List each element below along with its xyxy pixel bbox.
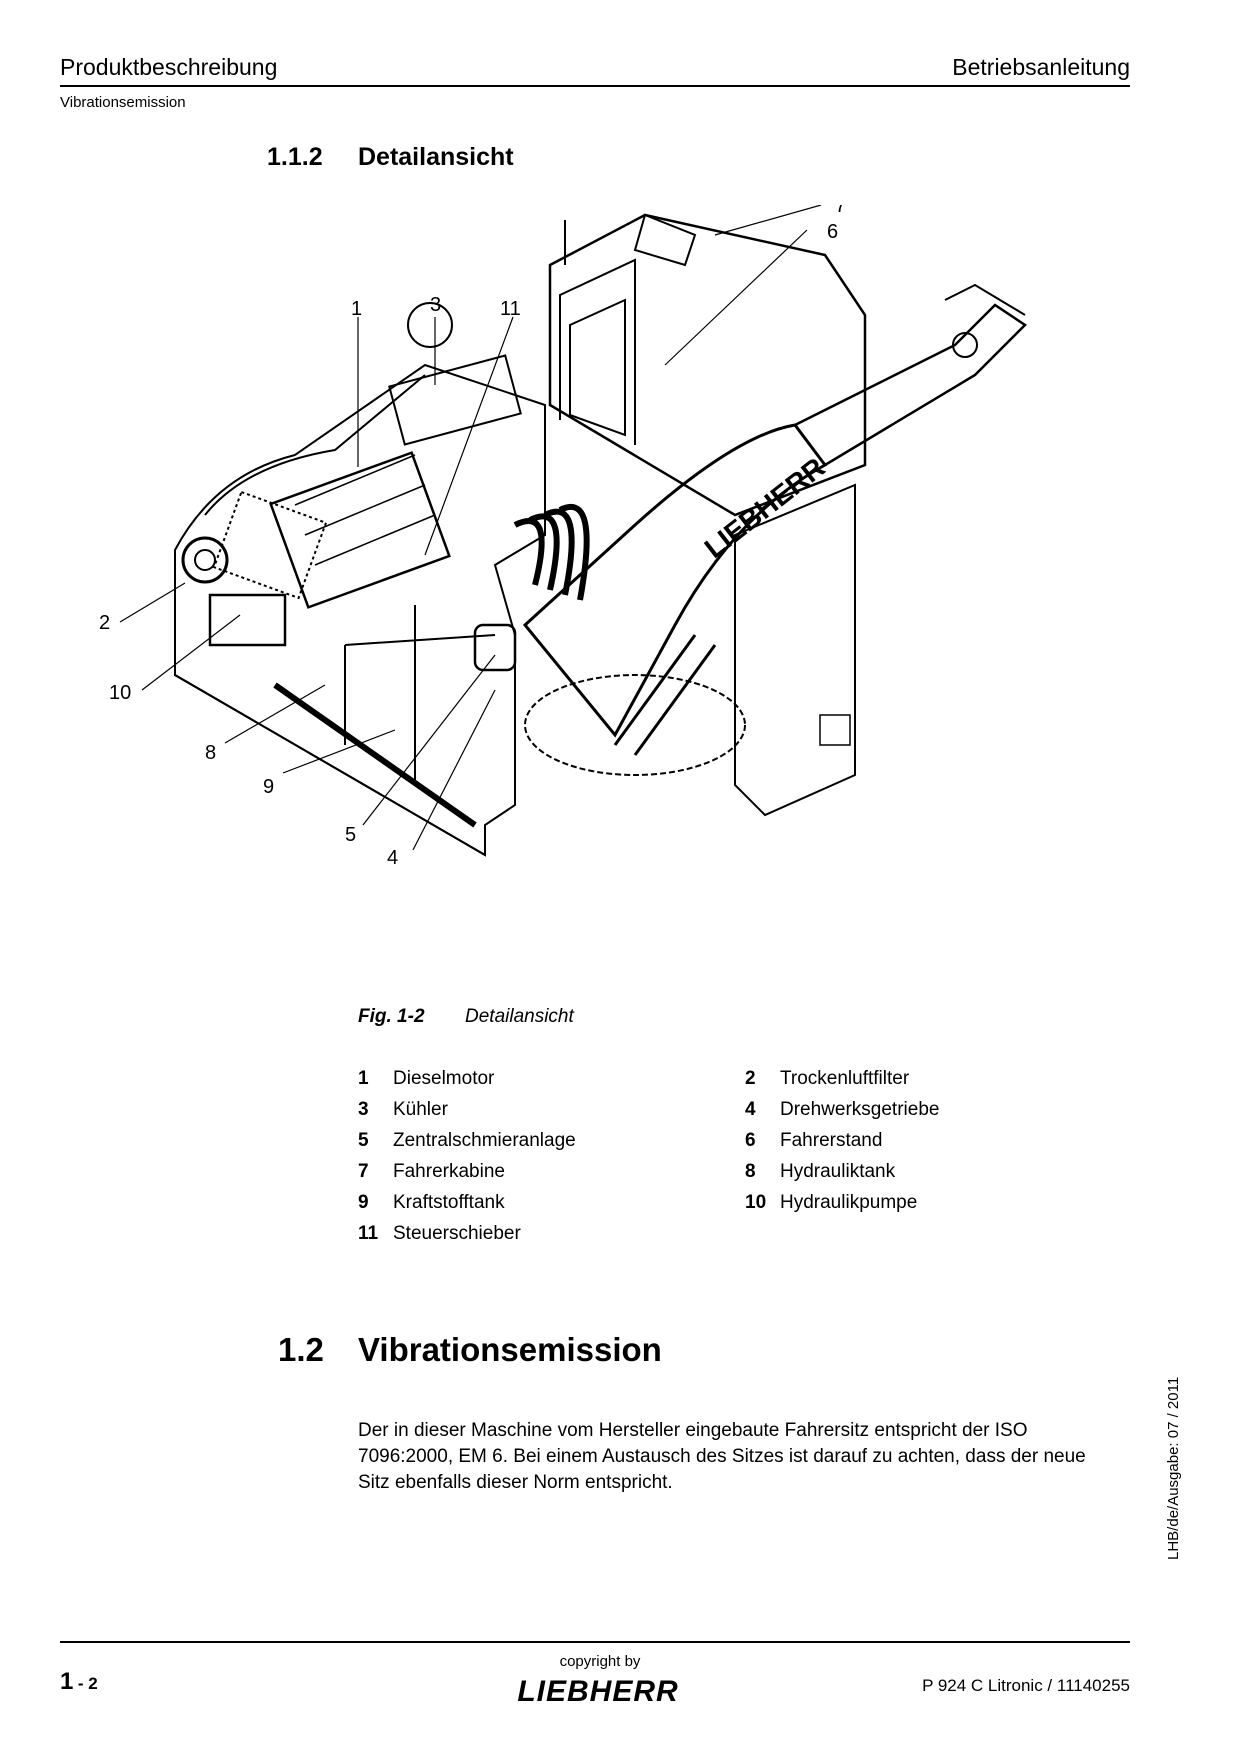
legend-label: Fahrerkabine — [393, 1161, 505, 1182]
grille — [212, 490, 328, 600]
legend-number: 3 — [358, 1099, 369, 1120]
subsection-number: 1.1.2 — [267, 143, 323, 171]
rear-block — [734, 483, 856, 817]
callout-9: 9 — [263, 776, 274, 798]
legend-number: 5 — [358, 1130, 369, 1151]
model-number: P 924 C Litronic / 11140255 — [922, 1676, 1130, 1695]
callout-7: 7 — [835, 205, 846, 217]
subsection-title: Detailansicht — [358, 143, 514, 171]
legend-label: Fahrerstand — [780, 1130, 883, 1151]
section-number: 1.2 — [278, 1331, 324, 1368]
section-heading: 1.2 Vibrationsemission — [278, 1331, 662, 1369]
legend-number: 10 — [745, 1192, 767, 1213]
liebherr-logo: LIEBHERR — [517, 1675, 678, 1707]
legend-label: Steuerschieber — [393, 1223, 521, 1244]
engine-block — [269, 451, 451, 609]
callout-2: 2 — [99, 612, 110, 634]
logo-text: LIEBHERR — [517, 1675, 678, 1707]
legend-number: 2 — [745, 1068, 756, 1089]
subsection-heading: 1.1.2 Detailansicht — [267, 143, 514, 172]
callout-5: 5 — [345, 824, 356, 846]
header-rule — [60, 85, 1130, 87]
legend-label: Drehwerksgetriebe — [780, 1099, 940, 1120]
air-filter — [181, 536, 229, 584]
hydraulic-cylinder — [613, 634, 717, 756]
boom-arm-upper — [944, 283, 1026, 316]
callout-6: 6 — [827, 221, 838, 243]
legend-label: Zentralschmieranlage — [393, 1130, 576, 1151]
hoses — [513, 503, 590, 601]
legend-number: 7 — [358, 1161, 369, 1182]
tank-face — [344, 605, 496, 785]
cabin-door — [569, 298, 626, 437]
edition-note: LHB/de/Ausgabe: 07 / 2011 — [1165, 1376, 1182, 1560]
legend-label: Hydraulikpumpe — [780, 1192, 918, 1213]
legend-label: Dieselmotor — [393, 1068, 495, 1089]
callout-11: 11 — [500, 298, 521, 320]
legend-number: 11 — [358, 1223, 379, 1244]
boom-arm — [794, 303, 1027, 467]
base-bottom-stripe — [273, 682, 477, 828]
base-left-face — [174, 550, 486, 856]
header-section-title: Produktbeschreibung — [60, 54, 278, 80]
callout-8: 8 — [205, 742, 216, 764]
legend-label: Kühler — [393, 1099, 448, 1120]
body-paragraph: Der in dieser Maschine vom Hersteller ei… — [358, 1420, 1086, 1493]
legend-number: 9 — [358, 1192, 369, 1213]
cabin-roof — [633, 213, 697, 267]
boom — [522, 423, 828, 738]
counterweight-outline — [174, 363, 546, 857]
legend-number: 4 — [745, 1099, 756, 1120]
figure-number: Fig. 1-2 — [358, 1006, 425, 1027]
legend-label: Trockenluftfilter — [780, 1068, 910, 1089]
slew-ring — [524, 674, 746, 776]
cooler-fan — [407, 302, 453, 348]
hydraulic-pump — [208, 593, 287, 647]
callout-10: 10 — [109, 682, 131, 704]
legend-label: Hydrauliktank — [780, 1161, 896, 1182]
boom-brand-text: LIEBHERR — [699, 452, 831, 565]
engine-hood — [204, 374, 426, 516]
legend-number: 1 — [358, 1068, 369, 1089]
header-subsection: Vibrationsemission — [60, 94, 186, 111]
figure-caption-text: Detailansicht — [465, 1006, 574, 1027]
page-number-chapter: 1 — [60, 1668, 74, 1695]
cooler — [388, 354, 522, 446]
callout-3: 3 — [430, 294, 441, 316]
machine-illustration: LIEBHERR 1 2 3 4 5 6 7 8 9 10 — [95, 205, 1135, 985]
cabin-window — [559, 258, 636, 445]
header-document-title: Betriebsanleitung — [952, 54, 1130, 80]
legend-number: 8 — [745, 1161, 756, 1182]
engine-detail — [294, 454, 436, 566]
legend-number: 6 — [745, 1130, 756, 1151]
page-number: 1 - 2 — [60, 1668, 98, 1696]
copyright-text: copyright by — [559, 1653, 641, 1670]
figure-caption: Fig. 1-2 Detailansicht — [358, 1006, 574, 1028]
footer-rule — [60, 1641, 1130, 1643]
callout-1: 1 — [351, 298, 362, 320]
section-title: Vibrationsemission — [358, 1331, 662, 1368]
callout-4: 4 — [387, 847, 398, 869]
lube-unit — [473, 623, 517, 672]
legend-label: Kraftstofftank — [393, 1192, 505, 1213]
page-number-page: - 2 — [77, 1674, 98, 1693]
